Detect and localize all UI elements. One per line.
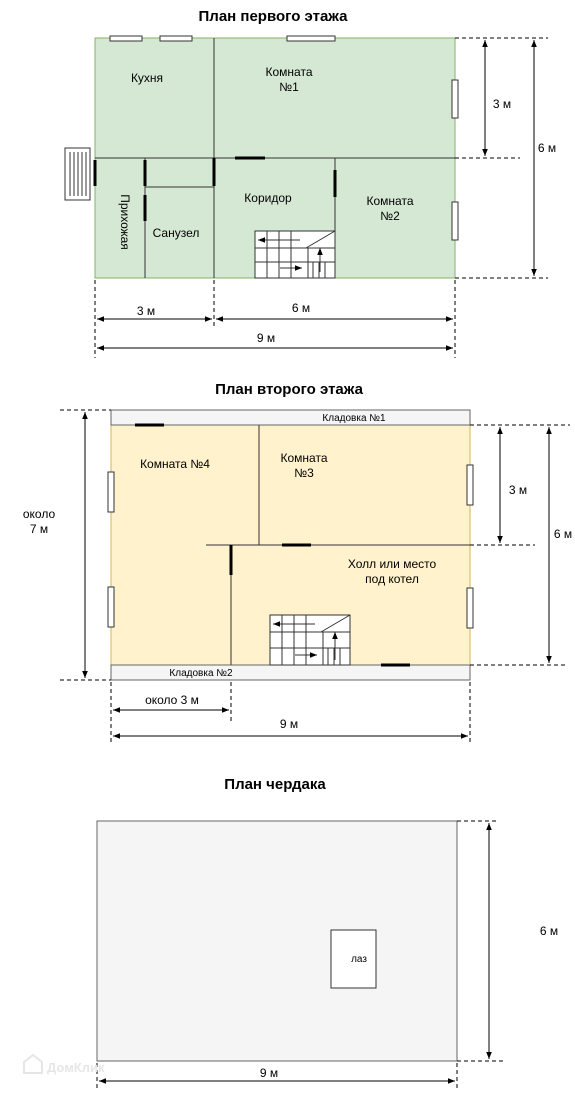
room-label-hall-line2: под котел (365, 572, 419, 586)
floor1-windows (109, 35, 459, 241)
attic-hatch-label: лаз (351, 954, 367, 965)
dim-floor2-height-line2: 7 м (30, 522, 48, 536)
watermark: ДомКлик (23, 1053, 105, 1075)
floor2-dimensions (60, 409, 570, 745)
dim-floor2-depth-part: 3 м (509, 483, 527, 497)
floor1-title: План первого этажа (199, 8, 349, 25)
room-label-hall-line1: Холл или место (348, 557, 437, 571)
attic-dimensions (96, 820, 505, 1090)
floor1-staircase (254, 230, 336, 279)
dim-floor2-width-total: 9 м (280, 717, 298, 731)
room-label-storage1: Кладовка №1 (322, 413, 386, 424)
room-label-room4: Комната №4 (140, 457, 210, 471)
floor1-plan: План первого этажа (64, 8, 556, 358)
room-label-kitchen: Кухня (131, 71, 163, 85)
floor2-windows (107, 464, 474, 629)
attic-outline (96, 820, 458, 1062)
floor1-dimensions (94, 37, 548, 358)
dim-floor1-width-total: 9 м (257, 331, 275, 345)
dim-floor1-depth-part: 3 м (493, 97, 511, 111)
attic-hatch (330, 929, 377, 989)
room-label-storage2: Кладовка №2 (169, 668, 233, 679)
floor2-staircase (269, 614, 351, 666)
dim-attic-width-total: 9 м (260, 1066, 278, 1080)
room-label-corridor: Коридор (244, 191, 292, 205)
room-label-room2-line2: №2 (380, 209, 400, 223)
room-label-hall: Прихожая (118, 194, 132, 250)
dim-floor1-width-left: 3 м (137, 304, 155, 318)
room-label-room1-line2: №1 (279, 80, 299, 94)
attic-title: План чердака (224, 776, 326, 793)
room-label-room1-line1: Комната (266, 65, 313, 79)
watermark-house-icon (23, 1053, 43, 1074)
dim-floor2-height-line1: около (23, 507, 56, 521)
dim-floor1-width-right: 6 м (292, 301, 310, 315)
dim-attic-depth-total: 6 м (540, 924, 558, 938)
dim-floor2-depth-total: 6 м (554, 527, 572, 541)
watermark-text: ДомКлик (47, 1060, 105, 1075)
room-label-room3-line2: №3 (294, 466, 314, 480)
attic-plan: План чердака лаз 6 м 9 м (96, 776, 558, 1090)
floor1-doors (93, 156, 337, 221)
dim-floor1-depth-total: 6 м (538, 141, 556, 155)
floor2-plan: План второго этажа (23, 381, 572, 745)
room-label-room2-line1: Комната (367, 194, 414, 208)
dim-floor2-width-left: около 3 м (145, 693, 199, 707)
floor2-doors (135, 423, 410, 667)
entrance-steps (64, 147, 91, 201)
storage2-area (110, 664, 471, 681)
storage1-area (110, 409, 471, 426)
room-label-room3-line1: Комната (281, 451, 328, 465)
floor2-title: План второго этажа (215, 381, 364, 398)
room-label-bathroom: Санузел (153, 226, 200, 240)
